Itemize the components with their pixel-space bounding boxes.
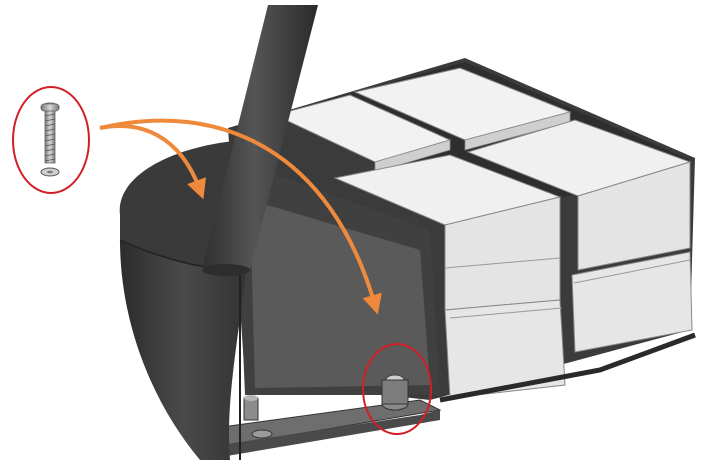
module-box: [571, 251, 693, 353]
module-boxes: [273, 67, 696, 403]
arrow-icon: [99, 118, 382, 315]
install-arrows: [99, 118, 382, 315]
module-box: [273, 94, 452, 173]
base-plate: [199, 374, 442, 458]
module-box: [444, 299, 566, 399]
screw-callout: [12, 86, 90, 194]
pole: [202, 5, 318, 276]
screw-icon: [40, 102, 60, 164]
bolt-icon: [243, 397, 259, 421]
mount-point-callout: [362, 343, 432, 435]
module-box: [466, 119, 692, 271]
